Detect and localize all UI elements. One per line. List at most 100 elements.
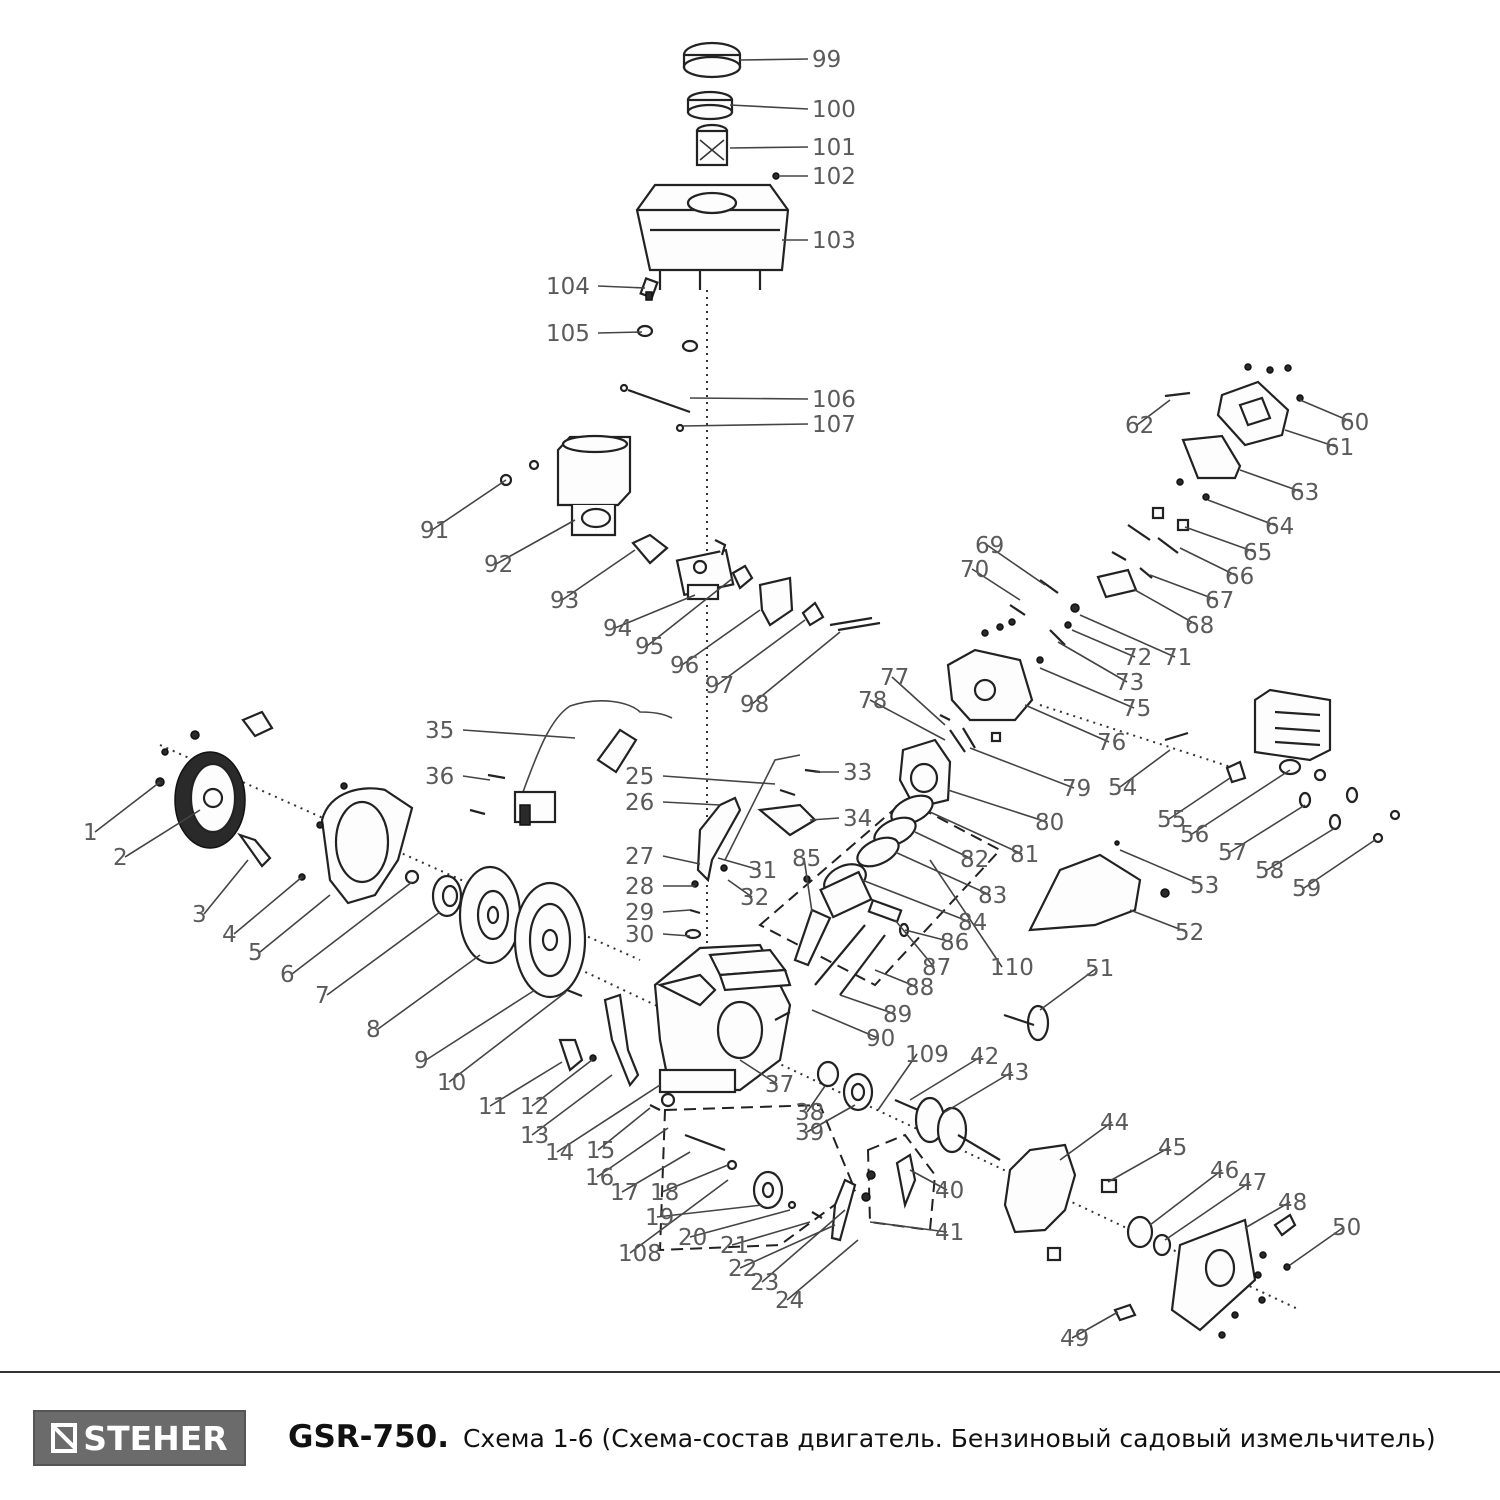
leader-line-16 [596,1127,669,1178]
fuel-tank [635,183,790,290]
crankcase [653,943,792,1094]
callout-41: 41 [935,1220,964,1246]
leader-line-94 [614,594,696,629]
callout-92: 92 [484,552,513,578]
callout-61: 61 [1325,435,1354,461]
callout-7: 7 [315,983,330,1009]
callout-72: 72 [1123,645,1152,671]
callout-99: 99 [812,47,841,73]
callout-6: 6 [280,962,295,988]
callout-90: 90 [866,1026,895,1052]
leader-line-85 [803,857,813,913]
leader-line-92 [495,519,576,565]
callout-94: 94 [603,616,632,642]
leader-line-59 [1303,839,1376,889]
callout-40: 40 [935,1178,964,1204]
exploded-engine-diagram: 1234567891011121314151617181920212223242… [83,41,1401,1352]
callout-14: 14 [545,1140,574,1166]
callout-33: 33 [843,760,872,786]
callout-22: 22 [728,1256,757,1282]
callout-4: 4 [222,922,237,948]
callout-102: 102 [812,164,856,190]
callout-5: 5 [248,940,263,966]
callout-42: 42 [970,1044,999,1070]
leader-line-82 [914,831,973,860]
leader-line-5 [259,894,331,953]
leader-line-110 [929,859,1003,968]
leader-line-24 [786,1239,859,1301]
callout-51: 51 [1085,956,1114,982]
fuel-strainer-ring [686,90,734,121]
leader-line-54 [1119,749,1171,788]
leader-line-44 [1059,1121,1113,1161]
leader-line-60 [1299,399,1353,423]
starter-pulley [431,874,463,918]
callout-98: 98 [740,692,769,718]
callout-103: 103 [812,228,856,254]
leader-line-3 [203,859,249,915]
leader-line-15 [597,1107,651,1151]
leader-line-17 [621,1151,691,1193]
leader-line-36 [462,775,491,781]
callout-12: 12 [520,1094,549,1120]
leader-line-31 [717,857,761,871]
callout-87: 87 [922,955,951,981]
callout-97: 97 [705,673,734,699]
leader-line-95 [646,577,734,647]
leader-line-62 [1136,399,1171,426]
callout-leaders [94,58,1376,1339]
flywheel-cover [513,881,587,999]
callout-106: 106 [812,387,856,413]
callout-2: 2 [113,845,128,871]
engine-parts-artwork [155,41,1401,1339]
crankshaft [894,1096,1001,1161]
leader-line-1 [94,781,161,833]
callout-19: 19 [645,1205,674,1231]
callout-46: 46 [1210,1158,1239,1184]
leader-line-38 [806,1085,826,1113]
callout-52: 52 [1175,920,1204,946]
callout-101: 101 [812,135,856,161]
ignition-coil [513,700,673,826]
callout-37: 37 [765,1072,794,1098]
leader-line-42 [909,1055,983,1101]
callout-20: 20 [678,1225,707,1251]
callout-96: 96 [670,653,699,679]
callout-75: 75 [1122,696,1151,722]
leader-line-26 [662,801,721,806]
callout-84: 84 [958,910,987,936]
leader-line-19 [656,1204,763,1218]
callout-91: 91 [420,518,449,544]
leader-line-93 [561,549,636,601]
callout-83: 83 [978,883,1007,909]
callout-47: 47 [1238,1170,1267,1196]
callout-30: 30 [625,922,654,948]
leader-line-7 [326,911,441,996]
callout-85: 85 [792,846,821,872]
leader-line-48 [1244,1201,1291,1229]
callout-65: 65 [1243,540,1272,566]
brand-name: STEHER [83,1418,228,1458]
leader-line-49 [1071,1311,1119,1339]
callout-76: 76 [1097,730,1126,756]
leader-line-64 [1207,499,1278,527]
callout-16: 16 [585,1165,614,1191]
callout-68: 68 [1185,613,1214,639]
leader-line-108 [629,1179,729,1254]
leader-line-72 [1071,629,1136,658]
callout-55: 55 [1157,807,1186,833]
leader-line-43 [944,1071,1013,1113]
leader-line-18 [661,1164,729,1193]
flywheel [458,865,522,965]
callout-64: 64 [1265,514,1294,540]
leader-line-53 [1119,849,1203,886]
leader-line-101 [729,146,809,149]
callout-62: 62 [1125,413,1154,439]
callout-66: 66 [1225,564,1254,590]
leader-line-37 [739,1059,778,1085]
caption-text: Схема 1-6 (Схема-состав двигатель. Бензи… [462,1424,1436,1453]
callout-53: 53 [1190,873,1219,899]
callout-80: 80 [1035,810,1064,836]
callout-39: 39 [795,1120,824,1146]
camshaft [1003,1004,1050,1042]
